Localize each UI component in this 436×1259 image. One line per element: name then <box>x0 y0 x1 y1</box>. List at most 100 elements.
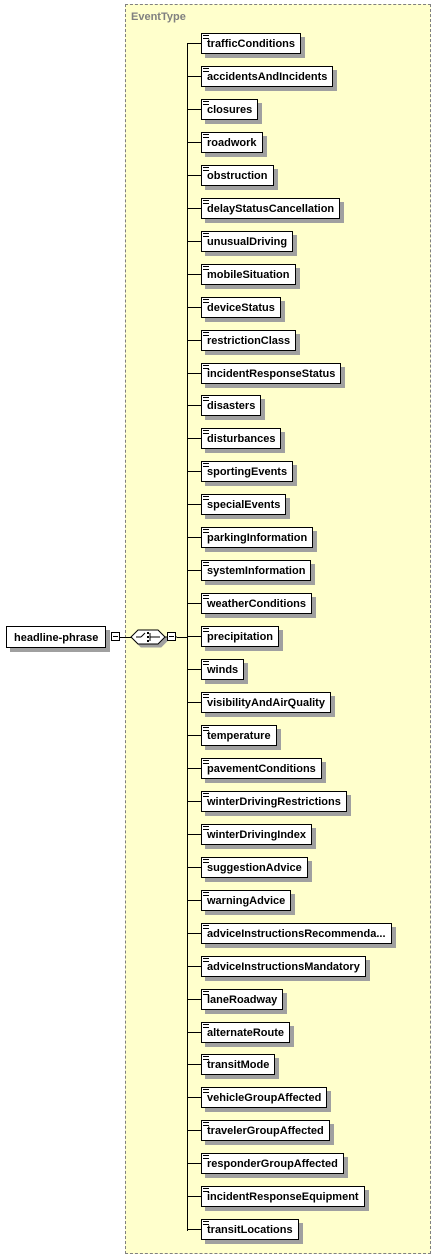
child-element-label: mobileSituation <box>207 269 290 281</box>
root-element-label: headline-phrase <box>14 632 99 644</box>
child-element-roadwork[interactable]: roadwork <box>201 132 263 153</box>
child-element-adviceinstructionsmandatory[interactable]: adviceInstructionsMandatory <box>201 956 366 977</box>
child-element-obstruction[interactable]: obstruction <box>201 165 274 186</box>
child-element-specialevents[interactable]: specialEvents <box>201 494 287 515</box>
documentation-icon <box>203 793 209 797</box>
child-element-label: responderGroupAffected <box>207 1158 338 1170</box>
child-connector <box>187 1097 201 1098</box>
child-element-label: disasters <box>207 400 256 412</box>
child-element-label: unusualDriving <box>207 236 288 248</box>
child-element-label: systemInformation <box>207 565 306 577</box>
child-element-winterdrivingindex[interactable]: winterDrivingIndex <box>201 824 313 845</box>
child-connector <box>187 702 201 703</box>
documentation-icon <box>203 562 209 566</box>
child-element-label: restrictionClass <box>207 335 291 347</box>
child-element-transitlocations[interactable]: transitLocations <box>201 1219 299 1240</box>
documentation-icon <box>203 1089 209 1093</box>
child-element-adviceinstructionsrecommenda[interactable]: adviceInstructionsRecommenda... <box>201 923 392 944</box>
child-element-label: temperature <box>207 730 271 742</box>
child-element-devicestatus[interactable]: deviceStatus <box>201 297 281 318</box>
child-element-label: travelerGroupAffected <box>207 1125 324 1137</box>
type-label: EventType <box>131 11 186 23</box>
child-element-suggestionadvice[interactable]: suggestionAdvice <box>201 857 308 878</box>
documentation-icon <box>203 628 209 632</box>
child-element-temperature[interactable]: temperature <box>201 725 277 746</box>
child-connector <box>187 768 201 769</box>
child-connector <box>187 966 201 967</box>
child-connector <box>187 373 201 374</box>
child-connector <box>187 801 201 802</box>
documentation-icon <box>203 101 209 105</box>
compositor-collapse-toggle-icon[interactable] <box>167 632 176 641</box>
child-element-delaystatuscancellation[interactable]: delayStatusCancellation <box>201 198 341 219</box>
documentation-icon <box>203 1056 209 1060</box>
child-element-incidentresponseequipment[interactable]: incidentResponseEquipment <box>201 1186 365 1207</box>
child-connector <box>187 1064 201 1065</box>
child-element-precipitation[interactable]: precipitation <box>201 626 280 647</box>
child-element-winterdrivingrestrictions[interactable]: winterDrivingRestrictions <box>201 791 347 812</box>
child-connector <box>187 1229 201 1230</box>
child-element-label: pavementConditions <box>207 763 316 775</box>
child-element-weatherconditions[interactable]: weatherConditions <box>201 593 313 614</box>
child-element-label: transitMode <box>207 1059 270 1071</box>
child-element-unusualdriving[interactable]: unusualDriving <box>201 231 294 252</box>
child-connector <box>187 1196 201 1197</box>
child-element-label: sportingEvents <box>207 466 288 478</box>
child-element-warningadvice[interactable]: warningAdvice <box>201 890 292 911</box>
documentation-icon <box>203 233 209 237</box>
child-element-pavementconditions[interactable]: pavementConditions <box>201 758 322 779</box>
documentation-icon <box>203 727 209 731</box>
documentation-icon <box>203 529 209 533</box>
child-connector <box>187 834 201 835</box>
child-connector <box>187 735 201 736</box>
documentation-icon <box>203 463 209 467</box>
child-element-label: alternateRoute <box>207 1027 285 1039</box>
child-element-parkinginformation[interactable]: parkingInformation <box>201 527 314 548</box>
child-element-trafficconditions[interactable]: trafficConditions <box>201 33 301 54</box>
child-element-transitmode[interactable]: transitMode <box>201 1054 276 1075</box>
child-connector <box>187 504 201 505</box>
documentation-icon <box>203 826 209 830</box>
child-connector <box>187 208 201 209</box>
child-element-label: laneRoadway <box>207 994 278 1006</box>
child-element-label: parkingInformation <box>207 532 308 544</box>
child-element-label: weatherConditions <box>207 598 307 610</box>
child-element-restrictionclass[interactable]: restrictionClass <box>201 330 297 351</box>
root-element-headline-phrase[interactable]: headline-phrase <box>6 626 107 648</box>
child-element-laneroadway[interactable]: laneRoadway <box>201 989 284 1010</box>
child-element-label: incidentResponseEquipment <box>207 1191 359 1203</box>
child-connector <box>187 471 201 472</box>
child-element-label: adviceInstructionsRecommenda... <box>207 928 386 940</box>
child-connector <box>187 636 201 637</box>
child-connector <box>187 175 201 176</box>
child-element-mobilesituation[interactable]: mobileSituation <box>201 264 296 285</box>
documentation-icon <box>203 1155 209 1159</box>
child-connector <box>187 76 201 77</box>
child-connector <box>187 867 201 868</box>
child-element-winds[interactable]: winds <box>201 659 245 680</box>
child-element-closures[interactable]: closures <box>201 99 259 120</box>
child-element-systeminformation[interactable]: systemInformation <box>201 560 312 581</box>
child-element-alternateroute[interactable]: alternateRoute <box>201 1022 291 1043</box>
child-connector <box>187 999 201 1000</box>
child-connector <box>187 307 201 308</box>
child-element-label: winterDrivingRestrictions <box>207 796 341 808</box>
child-element-accidentsandincidents[interactable]: accidentsAndIncidents <box>201 66 334 87</box>
child-connector <box>187 1032 201 1033</box>
documentation-icon <box>203 694 209 698</box>
child-element-travelergroupaffected[interactable]: travelerGroupAffected <box>201 1120 330 1141</box>
documentation-icon <box>203 68 209 72</box>
documentation-icon <box>203 892 209 896</box>
child-element-sportingevents[interactable]: sportingEvents <box>201 461 294 482</box>
child-element-respondergroupaffected[interactable]: responderGroupAffected <box>201 1153 344 1174</box>
child-connector <box>187 109 201 110</box>
child-element-visibilityandairquality[interactable]: visibilityAndAirQuality <box>201 692 331 713</box>
root-collapse-toggle-icon[interactable] <box>111 632 120 641</box>
child-element-vehiclegroupaffected[interactable]: vehicleGroupAffected <box>201 1087 328 1108</box>
child-element-disturbances[interactable]: disturbances <box>201 428 282 449</box>
child-element-incidentresponsestatus[interactable]: incidentResponseStatus <box>201 363 342 384</box>
child-element-label: deviceStatus <box>207 302 275 314</box>
child-element-disasters[interactable]: disasters <box>201 395 262 416</box>
documentation-icon <box>203 661 209 665</box>
